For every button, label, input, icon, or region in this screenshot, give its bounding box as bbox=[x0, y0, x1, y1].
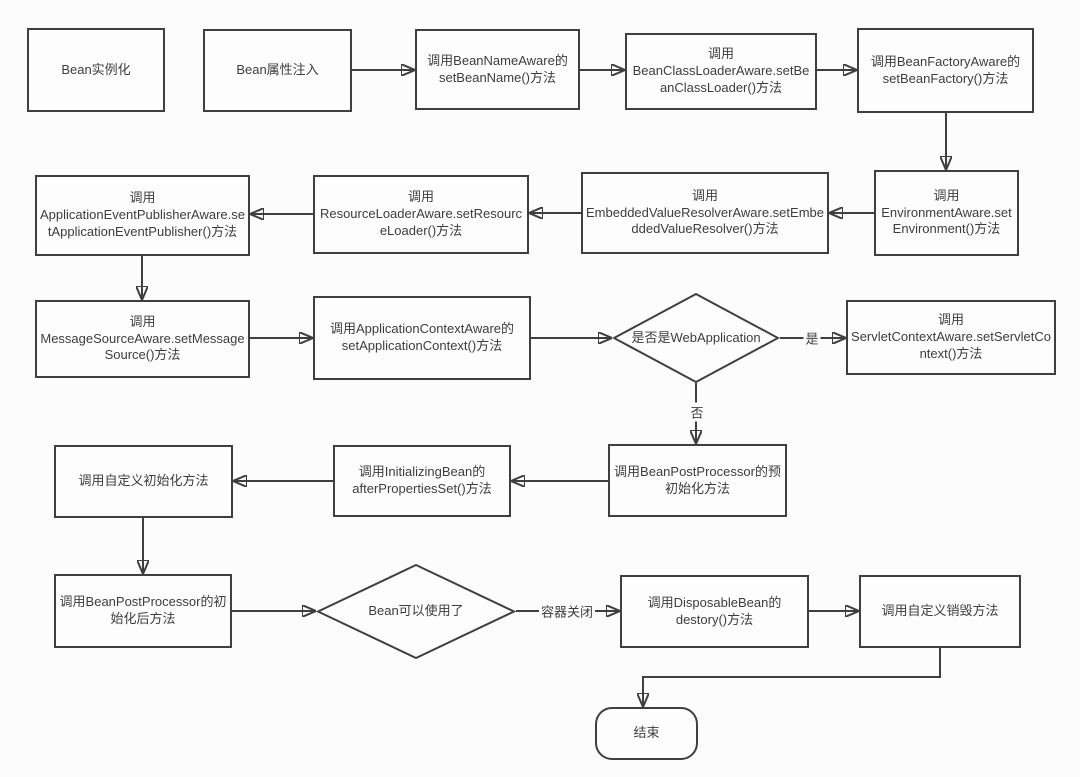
node-bean-post-processor-post-init: 调用BeanPostProcessor的初始化后方法 bbox=[54, 574, 232, 648]
node-embedded-value-resolver-aware: 调用EmbeddedValueResolverAware.setEmbedded… bbox=[581, 172, 829, 254]
node-label: 调用ServletContextAware.setServletContext(… bbox=[851, 312, 1051, 361]
arrow-custom-destroy-to-end bbox=[643, 648, 941, 707]
node-label: 调用ApplicationEventPublisherAware.setAppl… bbox=[40, 190, 245, 239]
node-label: 调用BeanFactoryAware的setBeanFactory()方法 bbox=[870, 53, 1021, 86]
node-end-terminator: 结束 bbox=[595, 707, 698, 760]
node-initializing-bean: 调用InitializingBean的afterPropertiesSet()方… bbox=[333, 445, 511, 517]
node-message-source-aware: 调用MessageSourceAware.setMessageSource()方… bbox=[35, 300, 250, 378]
node-label: 调用自定义初始化方法 bbox=[78, 473, 209, 489]
node-resource-loader-aware: 调用ResourceLoaderAware.setResourceLoader(… bbox=[313, 175, 529, 254]
edge-label-container-closed: 容器关闭 bbox=[538, 601, 596, 621]
node-application-event-publisher-aware: 调用ApplicationEventPublisherAware.setAppl… bbox=[35, 175, 250, 256]
node-bean-post-processor-pre-init: 调用BeanPostProcessor的预初始化方法 bbox=[608, 444, 787, 517]
node-label: 调用BeanNameAware的setBeanName()方法 bbox=[427, 52, 568, 85]
edge-label-yes: 是 bbox=[803, 328, 821, 348]
node-bean-property-injection: Bean属性注入 bbox=[203, 29, 352, 112]
node-label: 调用DisposableBean的destory()方法 bbox=[647, 594, 782, 627]
node-bean-factory-aware: 调用BeanFactoryAware的setBeanFactory()方法 bbox=[857, 28, 1034, 113]
node-label: Bean属性注入 bbox=[236, 62, 319, 78]
node-disposable-bean: 调用DisposableBean的destory()方法 bbox=[620, 575, 809, 648]
diamond-shape bbox=[316, 564, 516, 659]
diamond-shape bbox=[612, 293, 780, 383]
node-bean-name-aware: 调用BeanNameAware的setBeanName()方法 bbox=[415, 29, 580, 110]
node-label: 调用BeanPostProcessor的初始化后方法 bbox=[59, 594, 227, 626]
node-label: 调用ApplicationContextAware的setApplication… bbox=[329, 321, 514, 353]
node-application-context-aware: 调用ApplicationContextAware的setApplication… bbox=[313, 296, 531, 380]
node-label: 结束 bbox=[633, 725, 660, 741]
node-bean-instantiation: Bean实例化 bbox=[27, 28, 165, 112]
node-is-web-application-decision: 是否是WebApplication bbox=[612, 293, 780, 383]
node-label: 调用自定义销毁方法 bbox=[881, 603, 999, 619]
node-label: 调用EnvironmentAware.setEnvironment()方法 bbox=[881, 187, 1012, 237]
node-label: 是否是WebApplication bbox=[631, 329, 761, 345]
node-label: Bean可以使用了 bbox=[368, 603, 464, 619]
node-custom-destroy-method: 调用自定义销毁方法 bbox=[859, 575, 1021, 648]
edge-label-no: 否 bbox=[688, 402, 706, 422]
node-label: 调用ResourceLoaderAware.setResourceLoader(… bbox=[319, 189, 523, 238]
node-bean-ready-decision: Bean可以使用了 bbox=[316, 564, 516, 659]
node-label: 调用InitializingBean的afterPropertiesSet()方… bbox=[352, 464, 492, 496]
node-custom-init-method: 调用自定义初始化方法 bbox=[54, 445, 233, 518]
node-bean-class-loader-aware: 调用BeanClassLoaderAware.setBeanClassLoade… bbox=[625, 33, 817, 110]
node-servlet-context-aware: 调用ServletContextAware.setServletContext(… bbox=[846, 300, 1056, 375]
node-label: 调用EmbeddedValueResolverAware.setEmbedded… bbox=[586, 187, 824, 237]
node-label: 调用MessageSourceAware.setMessageSource()方… bbox=[40, 313, 245, 363]
node-label: Bean实例化 bbox=[61, 61, 131, 77]
node-environment-aware: 调用EnvironmentAware.setEnvironment()方法 bbox=[874, 170, 1019, 256]
node-label: 调用BeanPostProcessor的预初始化方法 bbox=[614, 463, 781, 496]
node-label: 调用BeanClassLoaderAware.setBeanClassLoade… bbox=[632, 46, 810, 95]
